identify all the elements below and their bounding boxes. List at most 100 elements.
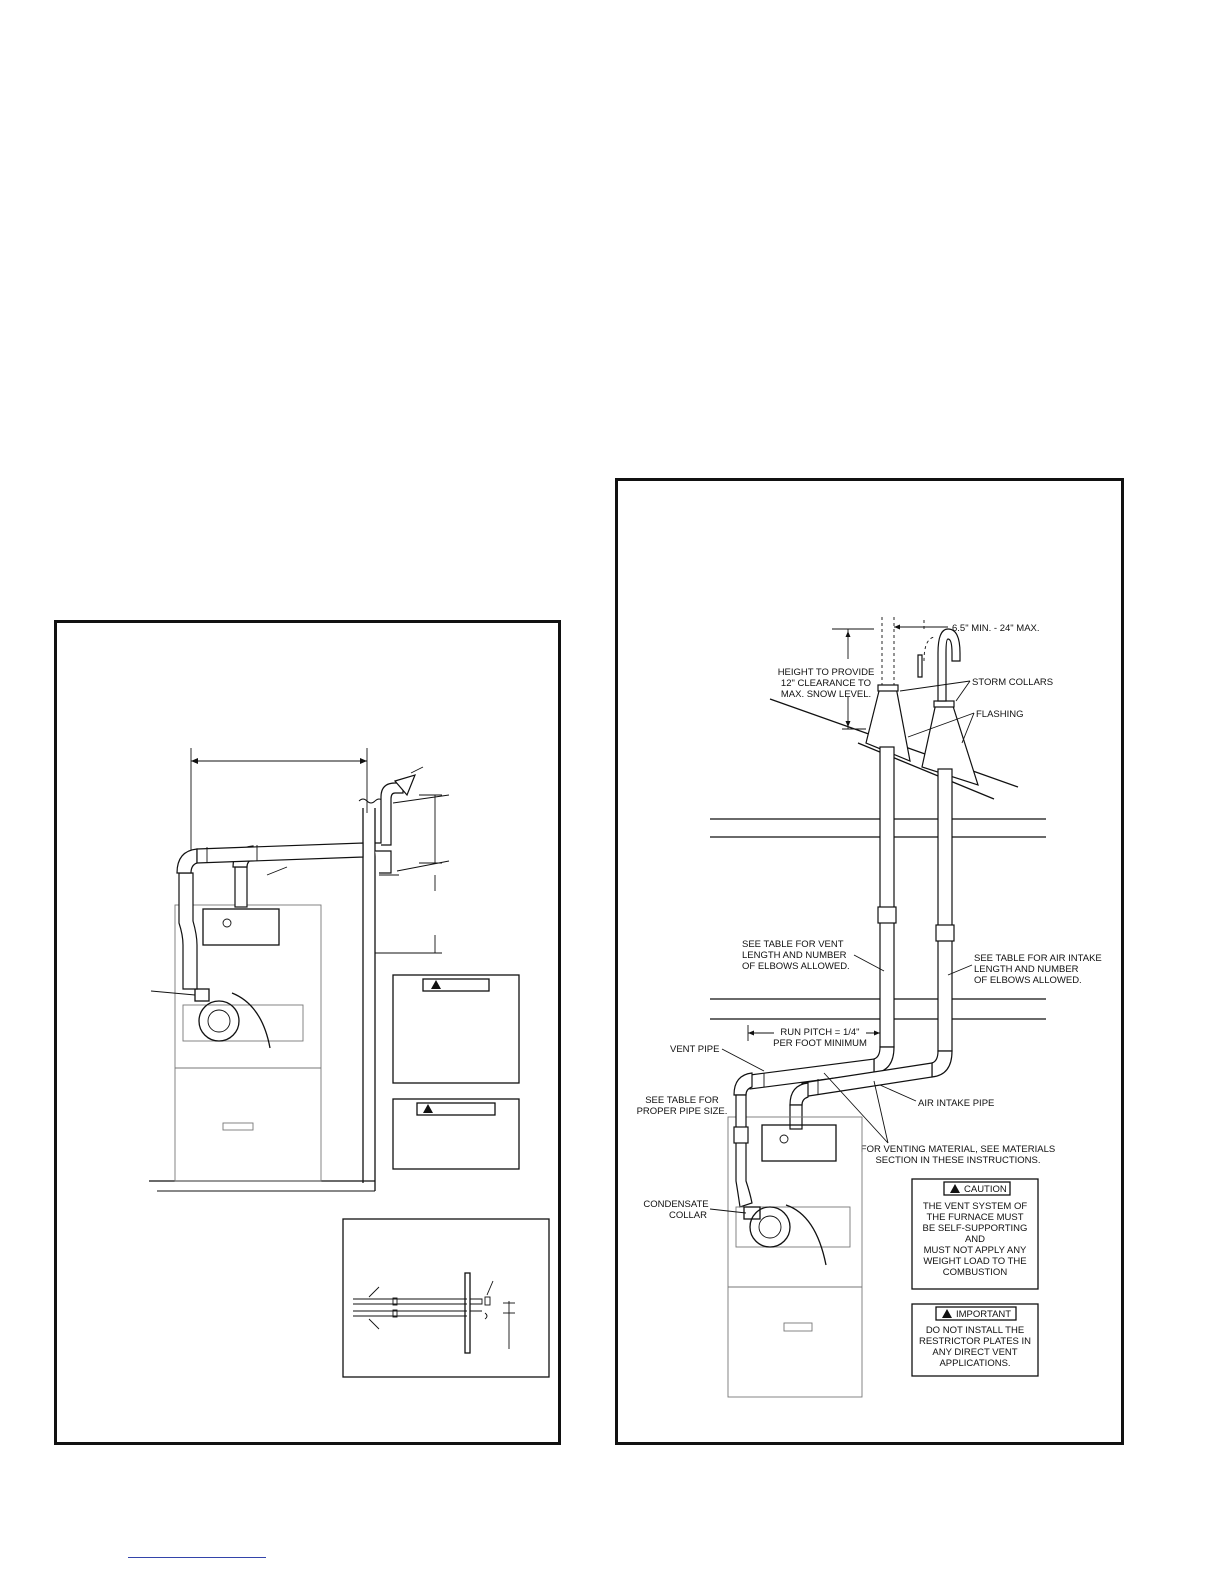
caution-title: CAUTION [964, 1184, 1007, 1195]
caution-line-7: COMBUSTION [943, 1267, 1008, 1278]
intake-pipe-coupling [935, 924, 955, 942]
air-table-label-1: SEE TABLE FOR AIR INTAKE [974, 953, 1102, 964]
cap-leader [410, 766, 424, 774]
inducer-wheel [758, 1215, 782, 1239]
vent-elbow [176, 848, 198, 874]
vent-termination-cap [393, 774, 417, 797]
footer-link-underline[interactable] [128, 1557, 266, 1558]
important-line-4: APPLICATIONS. [939, 1358, 1010, 1369]
intake-furnace-elbow [789, 1082, 809, 1106]
inset-cap [484, 1296, 491, 1306]
vent-furnace-elbow [733, 1072, 753, 1096]
run-pitch-mask [774, 1025, 866, 1047]
storm-collars-label: STORM COLLARS [972, 677, 1053, 688]
condensate-label-2: COLLAR [669, 1210, 707, 1221]
inset-leader-2 [368, 1318, 380, 1330]
important-line-3: ANY DIRECT VENT [932, 1347, 1017, 1358]
pipe-size-label-2: PROPER PIPE SIZE. [637, 1106, 728, 1117]
intake-gooseneck-end [917, 654, 923, 678]
junction-box [202, 908, 280, 946]
intake-cap-leader [396, 860, 450, 872]
flashing-label: FLASHING [976, 709, 1024, 720]
riser-leader [392, 794, 450, 804]
vent-pipe-furnace-coupling [733, 1126, 749, 1144]
vent-table-label-3: OF ELBOWS ALLOWED. [742, 961, 850, 972]
inset-intake-hood [484, 1312, 488, 1320]
inset-coupling-bottom [392, 1309, 398, 1318]
vent-table-label-2: LENGTH AND NUMBER [742, 950, 847, 961]
vent-pipe-furnace-drop [735, 1094, 753, 1208]
air-table-label-2: LENGTH AND NUMBER [974, 964, 1079, 975]
warning-box-1-header [422, 978, 490, 992]
inset-wall [464, 1272, 471, 1354]
furnace-cabinet [727, 1116, 863, 1398]
furnace-door-handle [222, 1122, 254, 1131]
condensate-collar [194, 988, 210, 1002]
inset-leader-3 [486, 1280, 494, 1296]
important-box [911, 1303, 1039, 1377]
caution-header [943, 1181, 1011, 1196]
caution-box [911, 1178, 1039, 1290]
material-label-1: FOR VENTING MATERIAL, SEE MATERIALS [861, 1144, 1055, 1155]
inset-terminations [470, 1298, 483, 1312]
important-line-2: RESTRICTOR PLATES IN [919, 1336, 1031, 1347]
vertical-vent-diagram: 6.5" MIN. - 24" MAX. HEIGHT TO PROVIDE 1… [637, 617, 1102, 1398]
inset-leader-1 [368, 1286, 380, 1298]
horizontal-vent-run [196, 842, 364, 864]
vent-termination-riser [375, 782, 404, 846]
horizontal-vent-diagram [149, 748, 550, 1378]
condensate-label-1: CONDENSATE [643, 1199, 708, 1210]
condensate-leader [709, 1208, 747, 1214]
material-leader-1 [823, 1072, 889, 1144]
drain-hose [785, 1204, 827, 1266]
vent-table-leader [853, 954, 885, 972]
wall-break-mark [358, 798, 384, 804]
clearance-dim-label: 6.5" MIN. - 24" MAX. [952, 623, 1040, 634]
junction-box-knockout [779, 1134, 789, 1144]
vent-pipe-label: VENT PIPE [670, 1044, 719, 1055]
material-leader-2 [873, 1080, 889, 1144]
intake-lower-elbow [931, 1050, 953, 1078]
vent-pipe-leader [721, 1048, 765, 1072]
air-table-label-3: OF ELBOWS ALLOWED. [974, 975, 1082, 986]
warning-triangle-icon [942, 1309, 952, 1318]
warning-box-2-header [416, 1102, 496, 1116]
warning-box-1 [392, 974, 520, 1084]
storm-collar-leader-2 [955, 680, 971, 702]
height-label-1: HEIGHT TO PROVIDE [778, 667, 875, 678]
drain-hose [231, 992, 271, 1049]
intake-pipe-vertical [234, 866, 248, 908]
air-intake-leader [879, 1084, 917, 1102]
intake-leader [266, 866, 288, 876]
warning-box-2 [392, 1098, 520, 1170]
height-label-2: 12" CLEARANCE TO [781, 678, 871, 689]
furnace-cabinet [174, 904, 322, 1182]
inducer-blower [749, 1206, 791, 1248]
inset-coupling-top [392, 1297, 398, 1306]
important-header [935, 1306, 1017, 1321]
vent-storm-collar [877, 684, 899, 692]
intake-pipe-vertical [937, 768, 953, 1052]
caution-line-3: BE SELF-SUPPORTING [923, 1223, 1028, 1234]
vent-pipe-vertical [178, 872, 198, 990]
vent-pipe-vertical [879, 746, 895, 1048]
storm-collar-leader-1 [899, 680, 971, 692]
vent-pipe-coupling [877, 906, 897, 924]
junction-box-knockout [222, 918, 232, 928]
inducer-wheel [207, 1009, 231, 1033]
intake-storm-collar [933, 700, 955, 708]
junction-box [761, 1124, 837, 1162]
inducer-blower [198, 1000, 240, 1042]
intake-termination [375, 850, 392, 874]
caution-line-6: WEIGHT LOAD TO THE [923, 1256, 1026, 1267]
clearance-dim-arrow [894, 624, 900, 630]
pipe-size-label-1: SEE TABLE FOR [645, 1095, 719, 1106]
condensate-leader [150, 990, 196, 996]
important-line-1: DO NOT INSTALL THE [926, 1325, 1024, 1336]
run-pitch-label-1: RUN PITCH = 1/4" [780, 1027, 859, 1038]
height-label-3: MAX. SNOW LEVEL. [781, 689, 871, 700]
furnace-door-handle [783, 1322, 813, 1332]
vertical-vent-diagram-panel: 6.5" MIN. - 24" MAX. HEIGHT TO PROVIDE 1… [615, 478, 1124, 1445]
intake-gooseneck-dashed [923, 617, 937, 662]
inducer-mount-plate [182, 1004, 304, 1042]
